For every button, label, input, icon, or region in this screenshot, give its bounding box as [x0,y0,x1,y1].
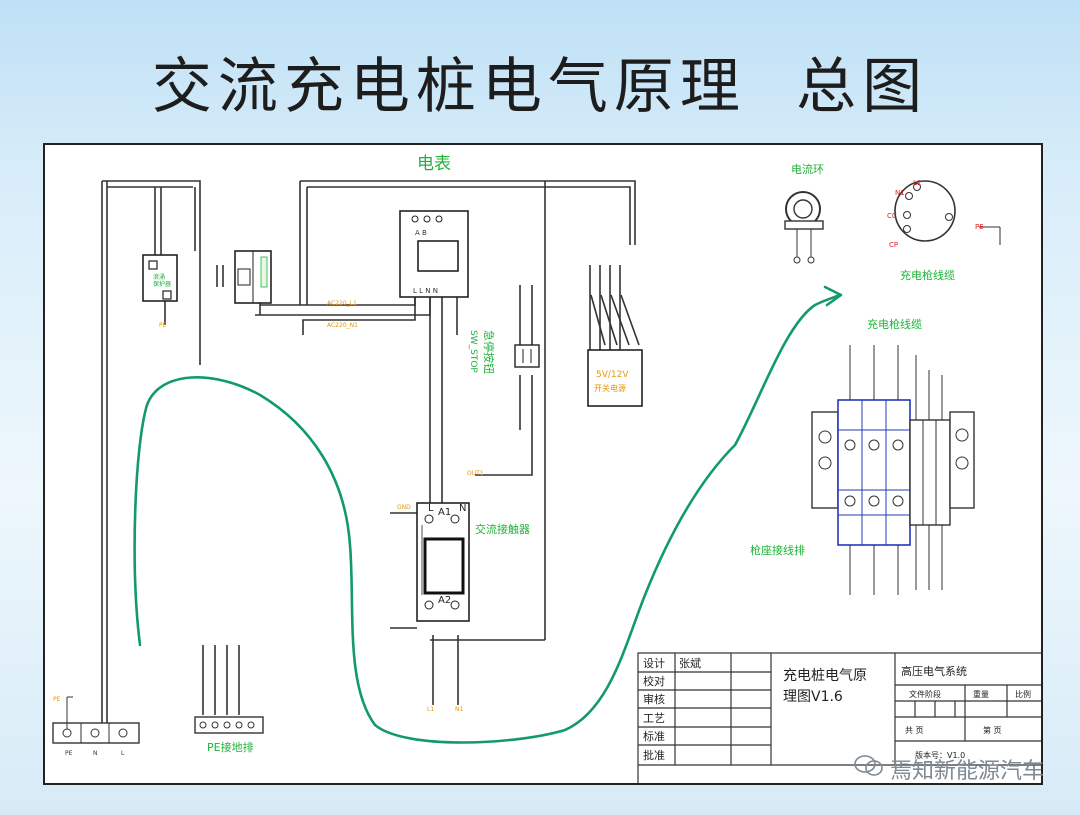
current-ring [784,191,824,264]
tb-row-5: 批准 [643,748,665,762]
psu-label-1: 5V/12V [596,370,629,380]
tb-row-2: 审核 [643,692,665,706]
power-supply [587,349,643,407]
out1-label: OUT1 [467,470,484,477]
meter-pin-labels: L L N N [413,287,438,295]
energy-meter [399,210,469,298]
flow-curve [133,293,842,744]
tb-col-stage: 文件阶段 [909,689,941,699]
estop-label: 急停按钮 [482,330,496,374]
pin-n1: N1 [895,189,905,197]
estop-switch [514,344,540,368]
ac-n1-label: AC220_N1 [327,322,358,329]
pin-pe: PE [975,223,984,231]
tb-drawing-name-1: 充电桩电气原 [783,667,867,684]
wechat-icon [854,755,884,783]
slide-title: 交流充电桩电气原理 总图 [151,52,929,122]
pe-right-label: PE [159,322,167,329]
watermark-text: 焉知新能源汽车 [889,759,1044,784]
estop-code: SW_STOP [468,330,478,373]
meter-title: 电表 [417,154,451,174]
gun-cable-title-2: 充电枪线缆 [867,317,922,331]
tb-designer: 张斌 [679,657,701,670]
socket-terminal-block [811,345,975,595]
gun-plug [894,180,1001,245]
watermark: 焉知新能源汽车 [854,753,1044,785]
bottom-n: N [93,750,98,757]
pe-bar [194,716,264,734]
meter-ab-label: A B [415,229,427,237]
tb-system: 高压电气系统 [901,664,967,678]
flow-arrow-head [823,285,843,307]
l1-bottom-label: L1 [427,706,434,713]
contactor-label: 交流接触器 [475,522,530,536]
title-block [637,652,1041,783]
tb-row-4: 标准 [643,729,665,743]
pin-cc: CC [887,212,897,220]
tb-total-pages: 共 页 [905,726,924,735]
pe-bar-label: PE接地排 [207,740,254,754]
wiring [101,180,640,735]
contactor-l: L [428,503,434,514]
socket-terminal-label: 枪座接线排 [750,543,805,557]
svg-text:保护器: 保护器 [153,280,171,288]
tb-row-0: 设计 [643,657,665,670]
svg-text:浪涌: 浪涌 [153,273,165,281]
contactor-n: N [459,503,466,514]
ring-title: 电流环 [791,162,824,176]
bottom-l: L [121,750,125,757]
tb-row-3: 工艺 [643,712,665,725]
n1-bottom-label: N1 [455,706,463,713]
ac-l1-label: AC220_L1 [327,300,357,307]
psu-label-2: 开关电源 [594,383,626,393]
tb-drawing-name-2: 理图V1.6 [783,689,843,705]
contactor-a1: A1 [438,507,451,518]
schematic-sheet: 浪涌 保护器 A B L L N N 5V/12V 开关电源 A1 A2 L N… [43,143,1043,785]
input-terminal [52,696,140,744]
tb-version: 版本号：V1.0 [915,750,965,760]
gnd-label: GND [397,504,411,511]
bottom-pe: PE [65,750,73,757]
pin-cp: CP [889,241,898,249]
tb-page-no: 第 页 [983,725,1002,735]
tb-col-scale: 比例 [1015,689,1031,699]
gun-cable-title: 充电枪线缆 [900,268,955,282]
contactor-a2: A2 [438,595,451,606]
tb-row-1: 校对 [643,674,665,688]
pe-left-label: PE [53,696,61,703]
pin-l1: L1 [913,179,921,187]
tb-col-weight: 重量 [973,689,989,699]
